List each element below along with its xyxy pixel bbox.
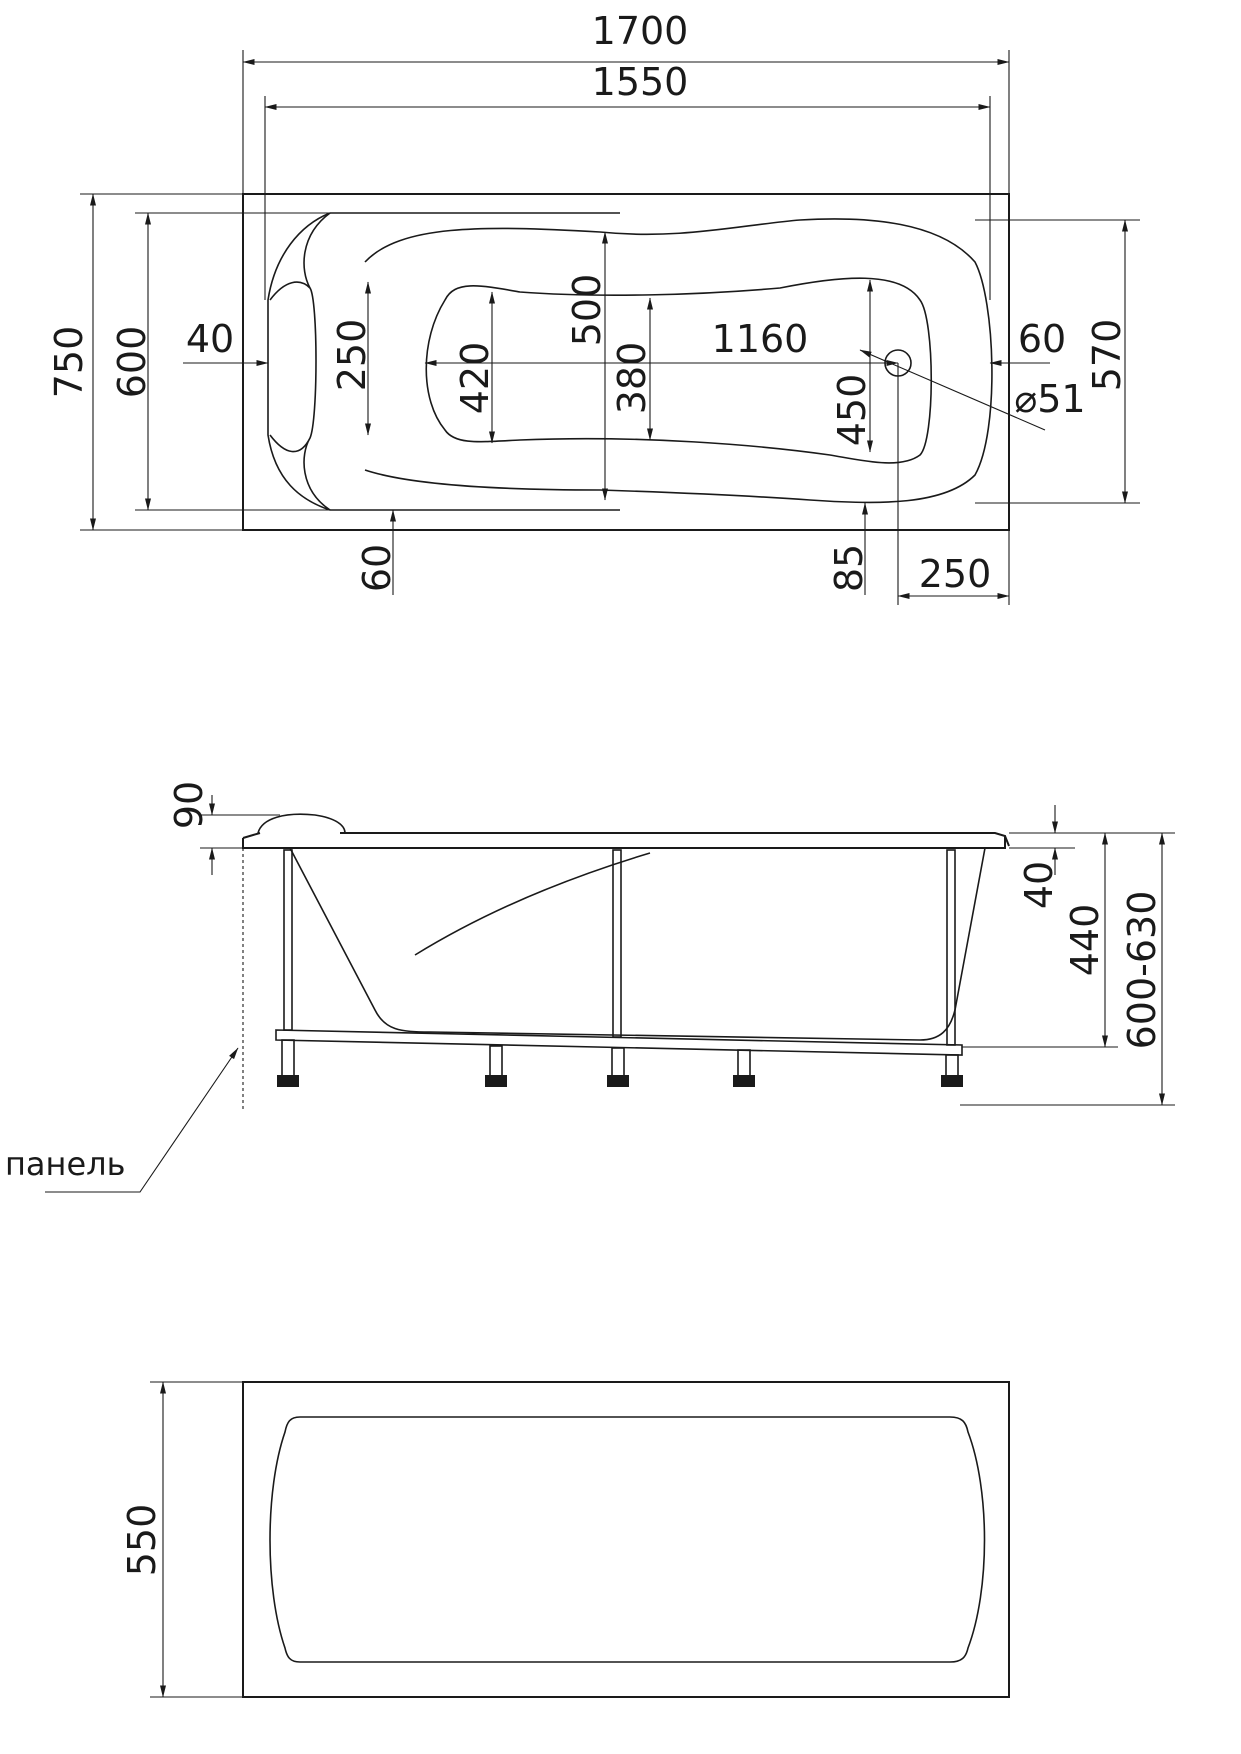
dim-drain-diameter: ⌀51 <box>1014 377 1085 421</box>
plan-dimension-texts: 1700 1550 750 600 40 250 420 500 380 116… <box>47 9 1129 596</box>
side-support-legs <box>283 849 956 1046</box>
side-backrest-curve <box>414 852 651 956</box>
dim-drain-250: 250 <box>919 552 992 596</box>
dim-bottom-420: 420 <box>453 342 497 415</box>
plan-headrest <box>269 212 331 511</box>
side-dimension-texts: 90 40 440 600-630 <box>167 781 1164 1050</box>
side-extension-lines <box>200 814 1175 1106</box>
dim-drain-450: 450 <box>830 374 874 447</box>
plan-outer-rim <box>242 193 1010 531</box>
dim-rim-60-right: 60 <box>1018 317 1066 361</box>
panel-inner-recess <box>269 1416 986 1663</box>
plan-inner-bottom <box>425 277 932 464</box>
dim-headrest-90: 90 <box>167 781 211 829</box>
dim-bottom-1160: 1160 <box>712 317 809 361</box>
plan-view: 1700 1550 750 600 40 250 420 500 380 116… <box>47 9 1140 605</box>
dim-mid-500: 500 <box>565 274 609 347</box>
side-view: панель 90 40 440 600-630 <box>5 781 1175 1193</box>
dim-rim-thickness-40: 40 <box>1017 861 1061 909</box>
dim-drain-85: 85 <box>827 544 871 592</box>
dim-depth-440: 440 <box>1063 904 1107 977</box>
plan-dimension-lines <box>90 59 1128 599</box>
side-dimension-lines <box>209 795 1165 1106</box>
dim-length-1700: 1700 <box>592 9 689 53</box>
dim-rim-60-bottom: 60 <box>355 544 399 592</box>
dim-height-600-630: 600-630 <box>1120 891 1164 1050</box>
plan-extension-lines <box>80 50 1140 605</box>
dim-length-1550: 1550 <box>592 60 689 104</box>
dim-width-600: 600 <box>110 326 154 399</box>
dim-head-250: 250 <box>330 319 374 392</box>
dim-rim-40: 40 <box>186 317 234 361</box>
panel-outer-frame <box>242 1381 1010 1698</box>
dim-panel-550: 550 <box>120 1504 164 1577</box>
side-headrest <box>257 813 346 834</box>
dim-width-570: 570 <box>1085 319 1129 392</box>
side-bowl <box>289 847 986 1041</box>
front-panel-view: 550 <box>120 1381 1010 1698</box>
side-rim <box>242 832 1010 849</box>
panel-label: панель <box>5 1145 125 1183</box>
side-panel-leader <box>45 1047 239 1193</box>
side-adjustable-feet <box>277 1039 963 1087</box>
side-frame-bar <box>275 1029 963 1056</box>
dim-width-750: 750 <box>47 326 91 399</box>
dim-mid-380: 380 <box>610 342 654 415</box>
